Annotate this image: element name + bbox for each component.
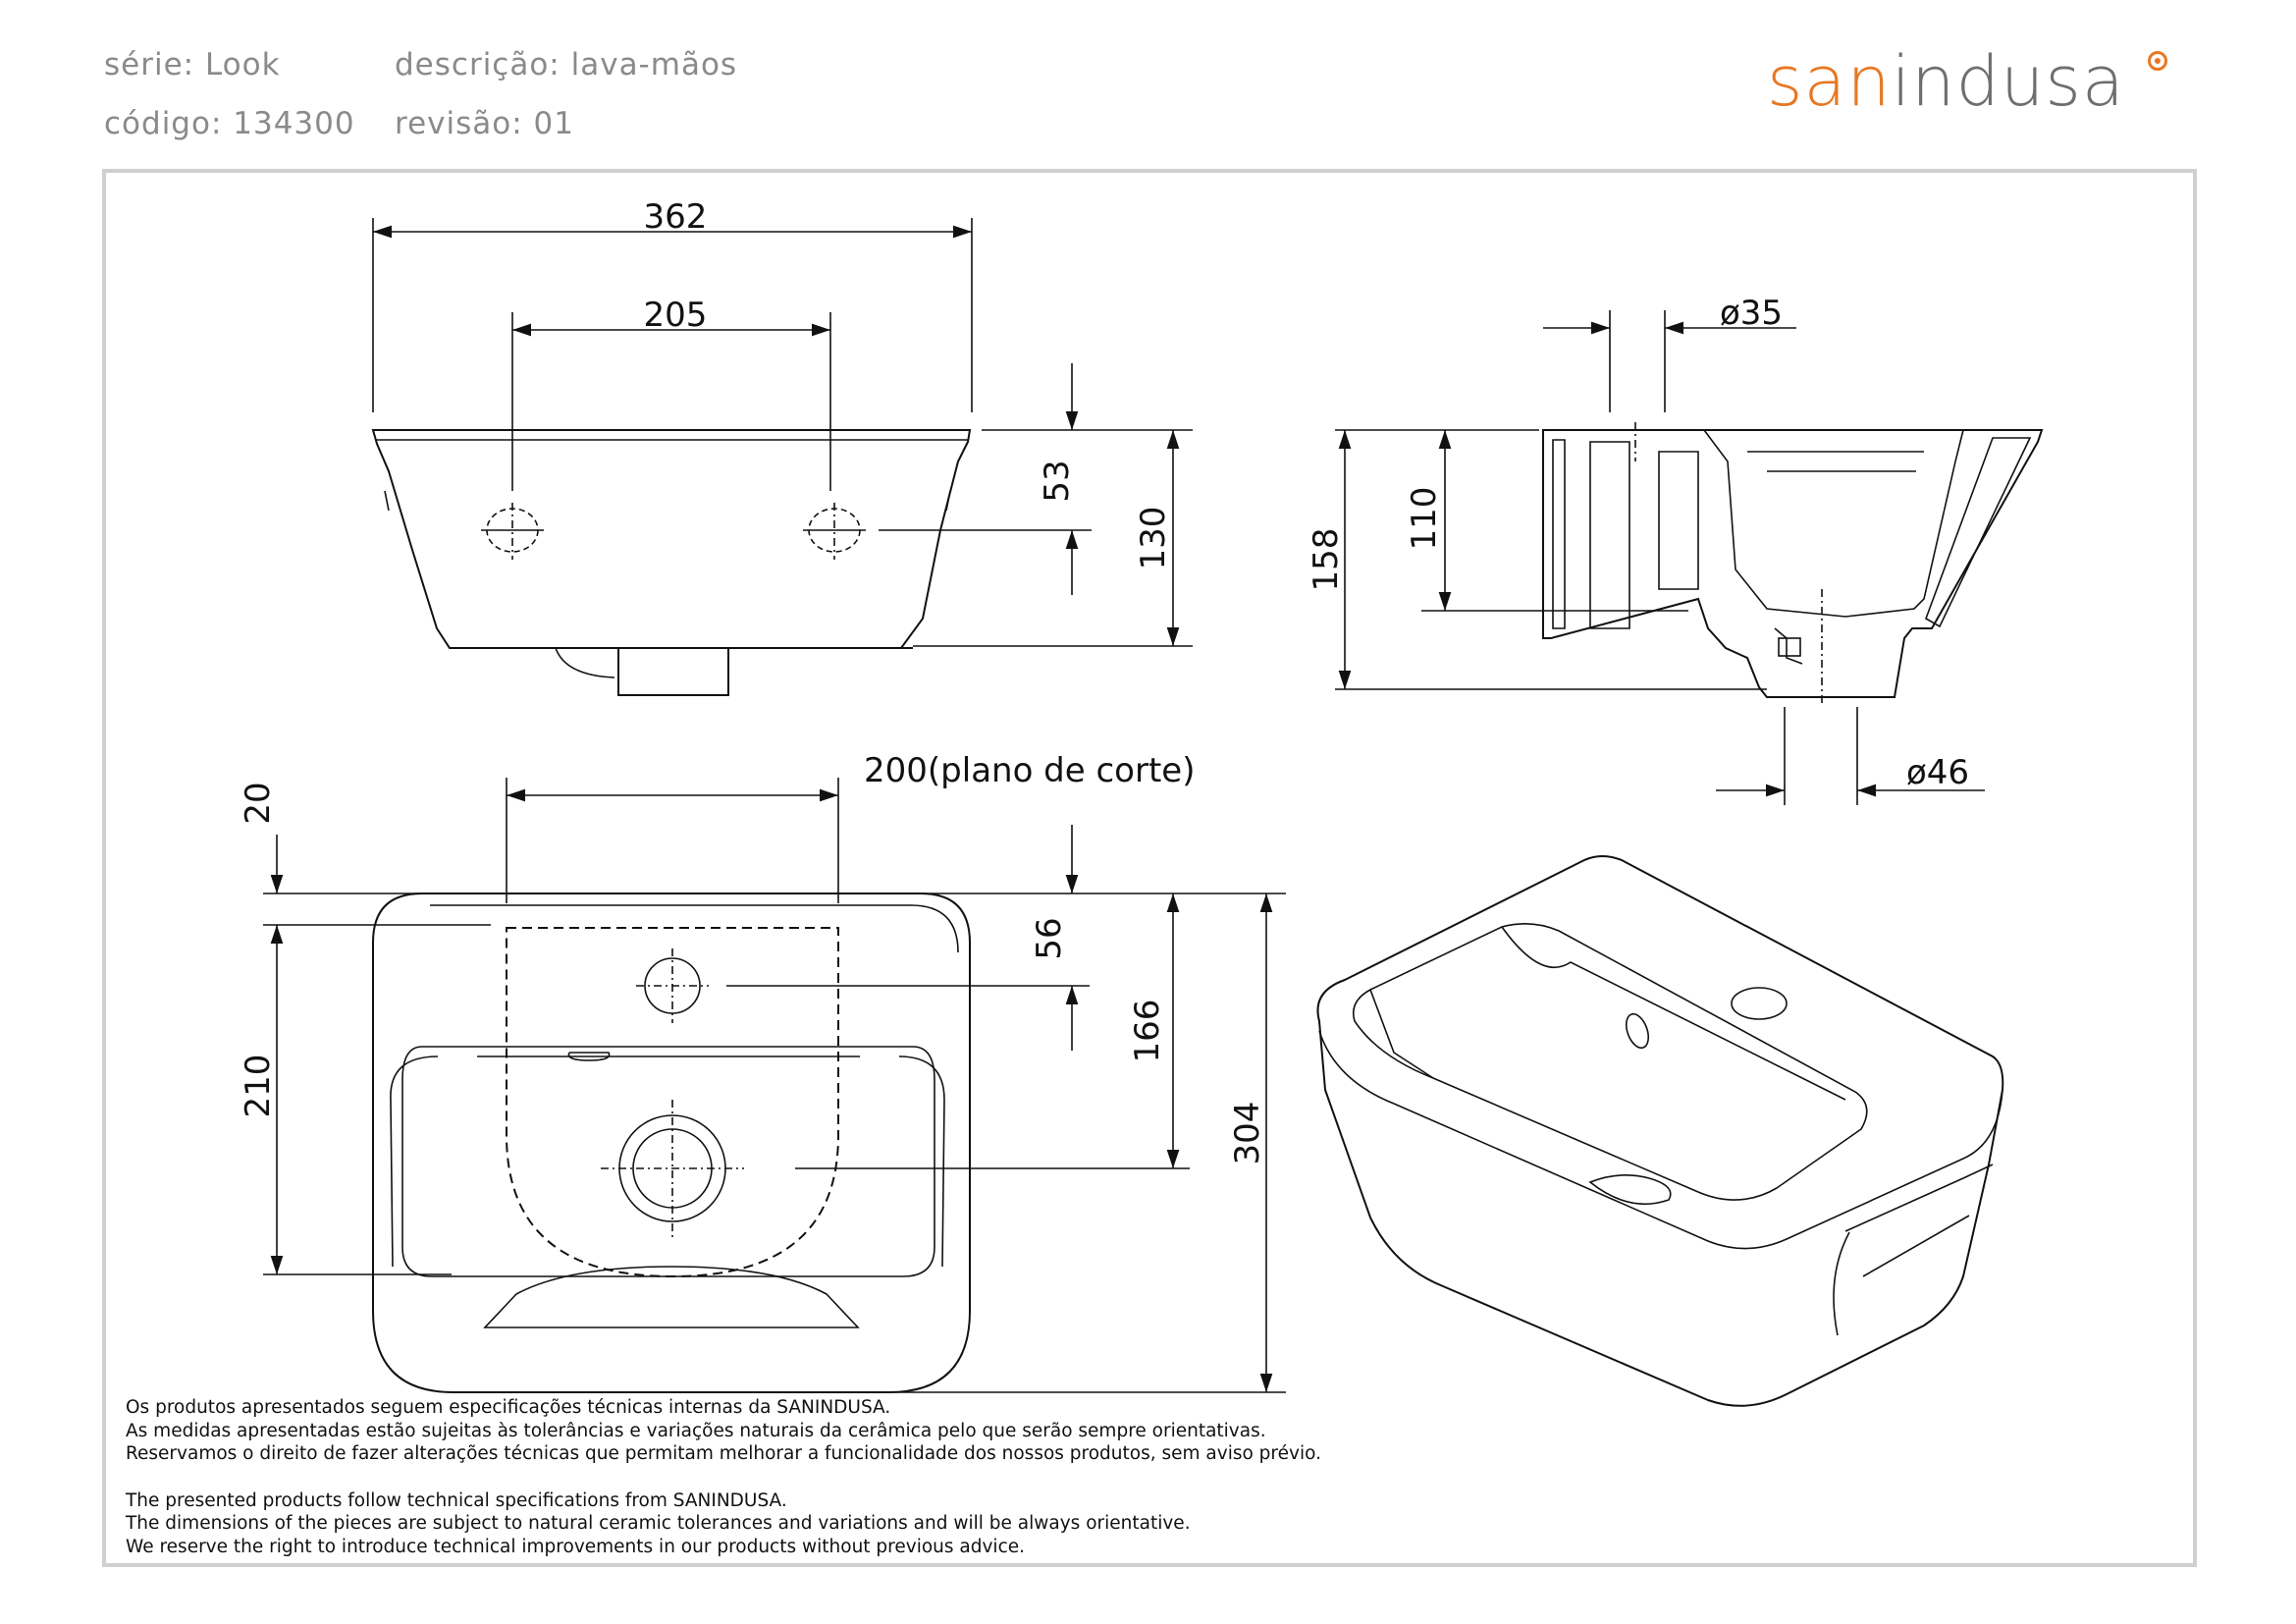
dim-side-top-hole: ø35	[1720, 294, 1783, 333]
dim-front-tap-spacing: 205	[644, 296, 708, 335]
revision-label: revisão: 01	[395, 106, 574, 141]
dim-front-tap-height: 53	[1038, 460, 1077, 502]
dim-top-offset: 20	[239, 782, 278, 824]
note-pt-3: Reservamos o direito de fazer alterações…	[126, 1443, 1321, 1464]
note-en-2: The dimensions of the pieces are subject…	[126, 1513, 1191, 1534]
isometric-view	[1316, 855, 2004, 1407]
disclaimer-notes: Os produtos apresentados seguem especifi…	[126, 1396, 1402, 1558]
dim-top-tap-offset: 56	[1030, 917, 1069, 959]
drawing-frame	[102, 169, 2197, 1567]
code-label: código: 134300	[104, 106, 355, 141]
dimension-labels: 362 205 53 130 158 110 ø35 ø46 200(plano…	[239, 197, 1969, 1164]
dim-front-width: 362	[644, 197, 708, 237]
note-en-3: We reserve the right to introduce techni…	[126, 1536, 1026, 1557]
series-label: série: Look	[104, 47, 281, 82]
dim-top-cut-plane: 200(plano de corte)	[864, 751, 1195, 790]
dim-side-inner-height: 110	[1405, 487, 1444, 551]
note-en-1: The presented products follow technical …	[126, 1489, 787, 1511]
logo-text-gray: indusa	[1891, 41, 2125, 122]
note-pt-1: Os produtos apresentados seguem especifi…	[126, 1397, 891, 1418]
side-section-view	[1335, 310, 2044, 805]
note-pt-2: As medidas apresentadas estão sujeitas à…	[126, 1420, 1266, 1441]
top-view	[263, 778, 1286, 1393]
dim-top-drain-offset: 166	[1128, 1000, 1167, 1063]
dim-top-depth: 304	[1228, 1102, 1267, 1165]
logo-text-orange: san	[1767, 41, 1892, 122]
dim-side-height: 158	[1307, 528, 1346, 592]
dim-front-height: 130	[1134, 507, 1173, 570]
dim-side-drain: ø46	[1906, 753, 1969, 792]
description-label: descrição: lava-mãos	[395, 47, 738, 82]
front-view	[371, 218, 1193, 696]
dim-top-bowl-depth: 210	[239, 1055, 278, 1118]
sanindusa-logo: sanindusa	[1767, 41, 2125, 122]
logo-mark-icon	[2148, 51, 2167, 71]
